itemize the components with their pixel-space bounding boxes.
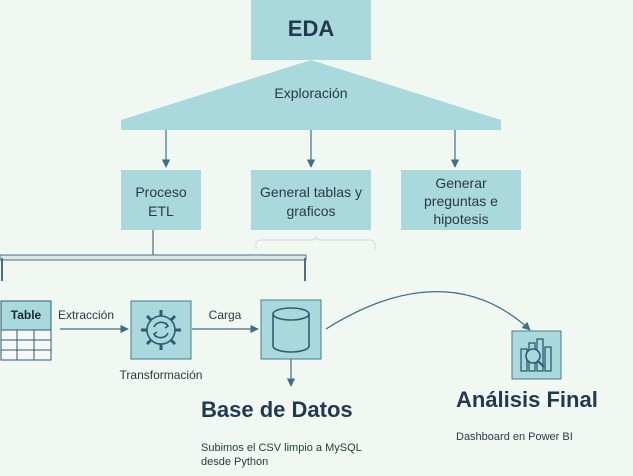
analysis-chart-icon <box>511 330 562 380</box>
eda-box <box>251 0 371 60</box>
preguntas-box <box>401 170 521 230</box>
database-icon <box>260 299 322 360</box>
tablas-faint-bracket <box>255 235 376 250</box>
etl-label: Proceso ETL <box>135 184 187 219</box>
exploration-label: Exploración <box>274 85 348 101</box>
load-label: Carga <box>208 308 242 322</box>
database-title: Base de Datos <box>201 397 353 422</box>
analysis-title: Análisis Final <box>456 387 598 412</box>
tablas-box <box>251 170 371 230</box>
table-icon <box>0 300 52 361</box>
tablas-label: General tablas y graficos <box>260 184 362 219</box>
etl-bracket-bar <box>0 254 307 261</box>
preguntas-label: Generar preguntas e hipotesis <box>424 175 498 227</box>
eda-title: EDA <box>287 16 335 41</box>
transform-gear-icon <box>130 300 192 360</box>
exploration-triangle <box>121 60 501 130</box>
table-icon-label: Table <box>10 308 42 322</box>
database-description: Subimos el CSV limpio a MySQL desde Pyth… <box>201 442 362 468</box>
extraction-label: Extracción <box>58 308 115 322</box>
db-to-analysis-arrow <box>325 291 531 331</box>
etl-box <box>121 170 201 230</box>
transform-label: Transformación <box>119 368 203 382</box>
analysis-description: Dashboard en Power BI <box>456 431 573 443</box>
